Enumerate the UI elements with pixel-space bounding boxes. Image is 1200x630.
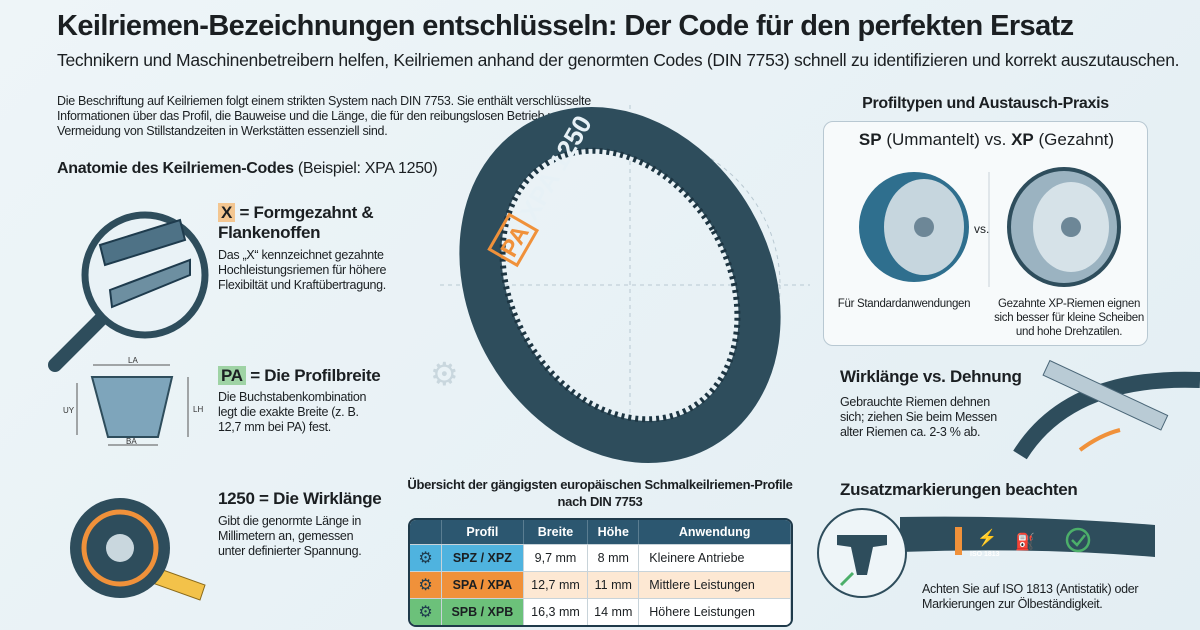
page-subtitle: Technikern und Maschinenbetreibern helfe…: [57, 50, 1180, 70]
header-anwendung: Anwendung: [639, 520, 791, 544]
gear-icon: ⚙: [410, 571, 442, 598]
gear-icon: ⚙: [410, 598, 442, 625]
anatomy-heading: Anatomie des Keilriemen-Codes (Beispiel:…: [57, 160, 438, 178]
oil-can-icon: ⛽: [1015, 532, 1035, 551]
cell-hoehe: 8 mm: [588, 544, 640, 571]
stretch-heading: Wirklänge vs. Dehnung: [840, 367, 1022, 386]
cell-breite: 12,7 mm: [523, 571, 589, 598]
vs-label: vs.: [984, 130, 1007, 149]
gear-icon: ⚙: [410, 544, 442, 571]
length-description: Gibt die genormte Länge in Millimetern a…: [218, 514, 362, 558]
belt-illustration: PA XPA 1250 ⚙: [430, 105, 810, 463]
header-profil: Profil: [442, 520, 524, 544]
cell-breite: 9,7 mm: [523, 544, 589, 571]
stretch-text: Gebrauchte Riemen dehnen sich; ziehen Si…: [840, 395, 997, 439]
label-ba: BA: [126, 437, 137, 446]
x-title: = Formgezahnt & Flankenoffen: [218, 203, 374, 242]
pa-heading: PA = Die Profilbreite: [218, 366, 381, 386]
iso-marking: ISO 1813: [970, 551, 1000, 558]
table-row: ⚙ SPA / XPA 12,7 mm 11 mm Mittlere Leist…: [410, 571, 791, 598]
sp-vs-xp-heading: SP (Ummantelt) vs. XP (Gezahnt): [824, 130, 1149, 150]
pa-title: = Die Profilbreite: [250, 366, 381, 385]
tape-measure-illustration: [70, 498, 206, 601]
profile-cross-section-diagram: LA BA UY LH: [63, 356, 203, 446]
x-code: X: [218, 203, 236, 222]
vs-small-label: vs.: [974, 222, 990, 236]
sp-note: (Ummantelt): [886, 130, 980, 149]
pa-code: PA: [218, 366, 246, 385]
markings-heading: Zusatzmarkierungen beachten: [840, 480, 1078, 499]
xp-caption: Gezahnte XP-Riemen eignen sich besser fü…: [994, 298, 1144, 338]
page-title: Keilriemen-Bezeichnungen entschlüsseln: …: [57, 10, 1074, 42]
profiles-heading: Profiltypen und Austausch-Praxis: [862, 95, 1109, 112]
label-uy: UY: [63, 406, 75, 415]
check-icon: [1065, 527, 1091, 553]
cell-anwendung: Höhere Leistungen: [639, 598, 791, 625]
table-title: Übersicht der gängigsten europäischen Sc…: [407, 477, 793, 509]
checker-marking: [955, 527, 962, 555]
header-hoehe: Höhe: [588, 520, 640, 544]
table-row: ⚙ SPB / XPB 16,3 mm 14 mm Höhere Leistun…: [410, 598, 791, 625]
xp-note: (Gezahnt): [1038, 130, 1115, 149]
cell-profil: SPB / XPB: [442, 598, 524, 625]
x-description: Das „X“ kennzeichnet gezahnte Hochleistu…: [218, 248, 387, 292]
cell-hoehe: 11 mm: [588, 571, 640, 598]
xp-label: XP: [1011, 130, 1034, 149]
magnifier-illustration: [48, 211, 209, 372]
markings-text: Achten Sie auf ISO 1813 (Antistatik) ode…: [922, 582, 1139, 611]
cell-profil: SPA / XPA: [442, 571, 524, 598]
label-lh: LH: [193, 405, 203, 414]
length-heading: 1250 = Die Wirklänge: [218, 489, 382, 508]
anatomy-heading-bold: Anatomie des Keilriemen-Codes: [57, 160, 294, 177]
sp-caption: Für Standardanwendungen: [837, 298, 971, 310]
label-la: LA: [128, 356, 138, 365]
markings-illustration: ⚡ ISO 1813 ⛽: [817, 508, 1155, 598]
lightning-icon: ⚡: [977, 528, 997, 547]
cell-anwendung: Kleinere Antriebe: [639, 544, 791, 571]
gear-icon: ⚙: [430, 356, 459, 392]
cell-hoehe: 14 mm: [588, 598, 640, 625]
header-breite: Breite: [523, 520, 589, 544]
cell-anwendung: Mittlere Leistungen: [639, 571, 791, 598]
intro-text: Die Beschriftung auf Keilriemen folgt ei…: [57, 94, 591, 138]
x-heading: X = Formgezahnt & Flankenoffen: [218, 203, 388, 243]
pa-description: Die Buchstabenkombination legt die exakt…: [218, 390, 367, 434]
profiles-card: SP (Ummantelt) vs. XP (Gezahnt) vs. Für …: [823, 121, 1148, 346]
table-row: ⚙ SPZ / XPZ 9,7 mm 8 mm Kleinere Antrieb…: [410, 544, 791, 571]
header-icon-col: [410, 520, 442, 544]
sp-label: SP: [858, 130, 882, 149]
pulley-illustrations: [859, 167, 1121, 287]
cell-breite: 16,3 mm: [523, 598, 589, 625]
anatomy-heading-example: (Beispiel: XPA 1250): [297, 160, 438, 177]
cell-profil: SPZ / XPZ: [442, 544, 524, 571]
caliper-illustration: [1013, 359, 1200, 460]
